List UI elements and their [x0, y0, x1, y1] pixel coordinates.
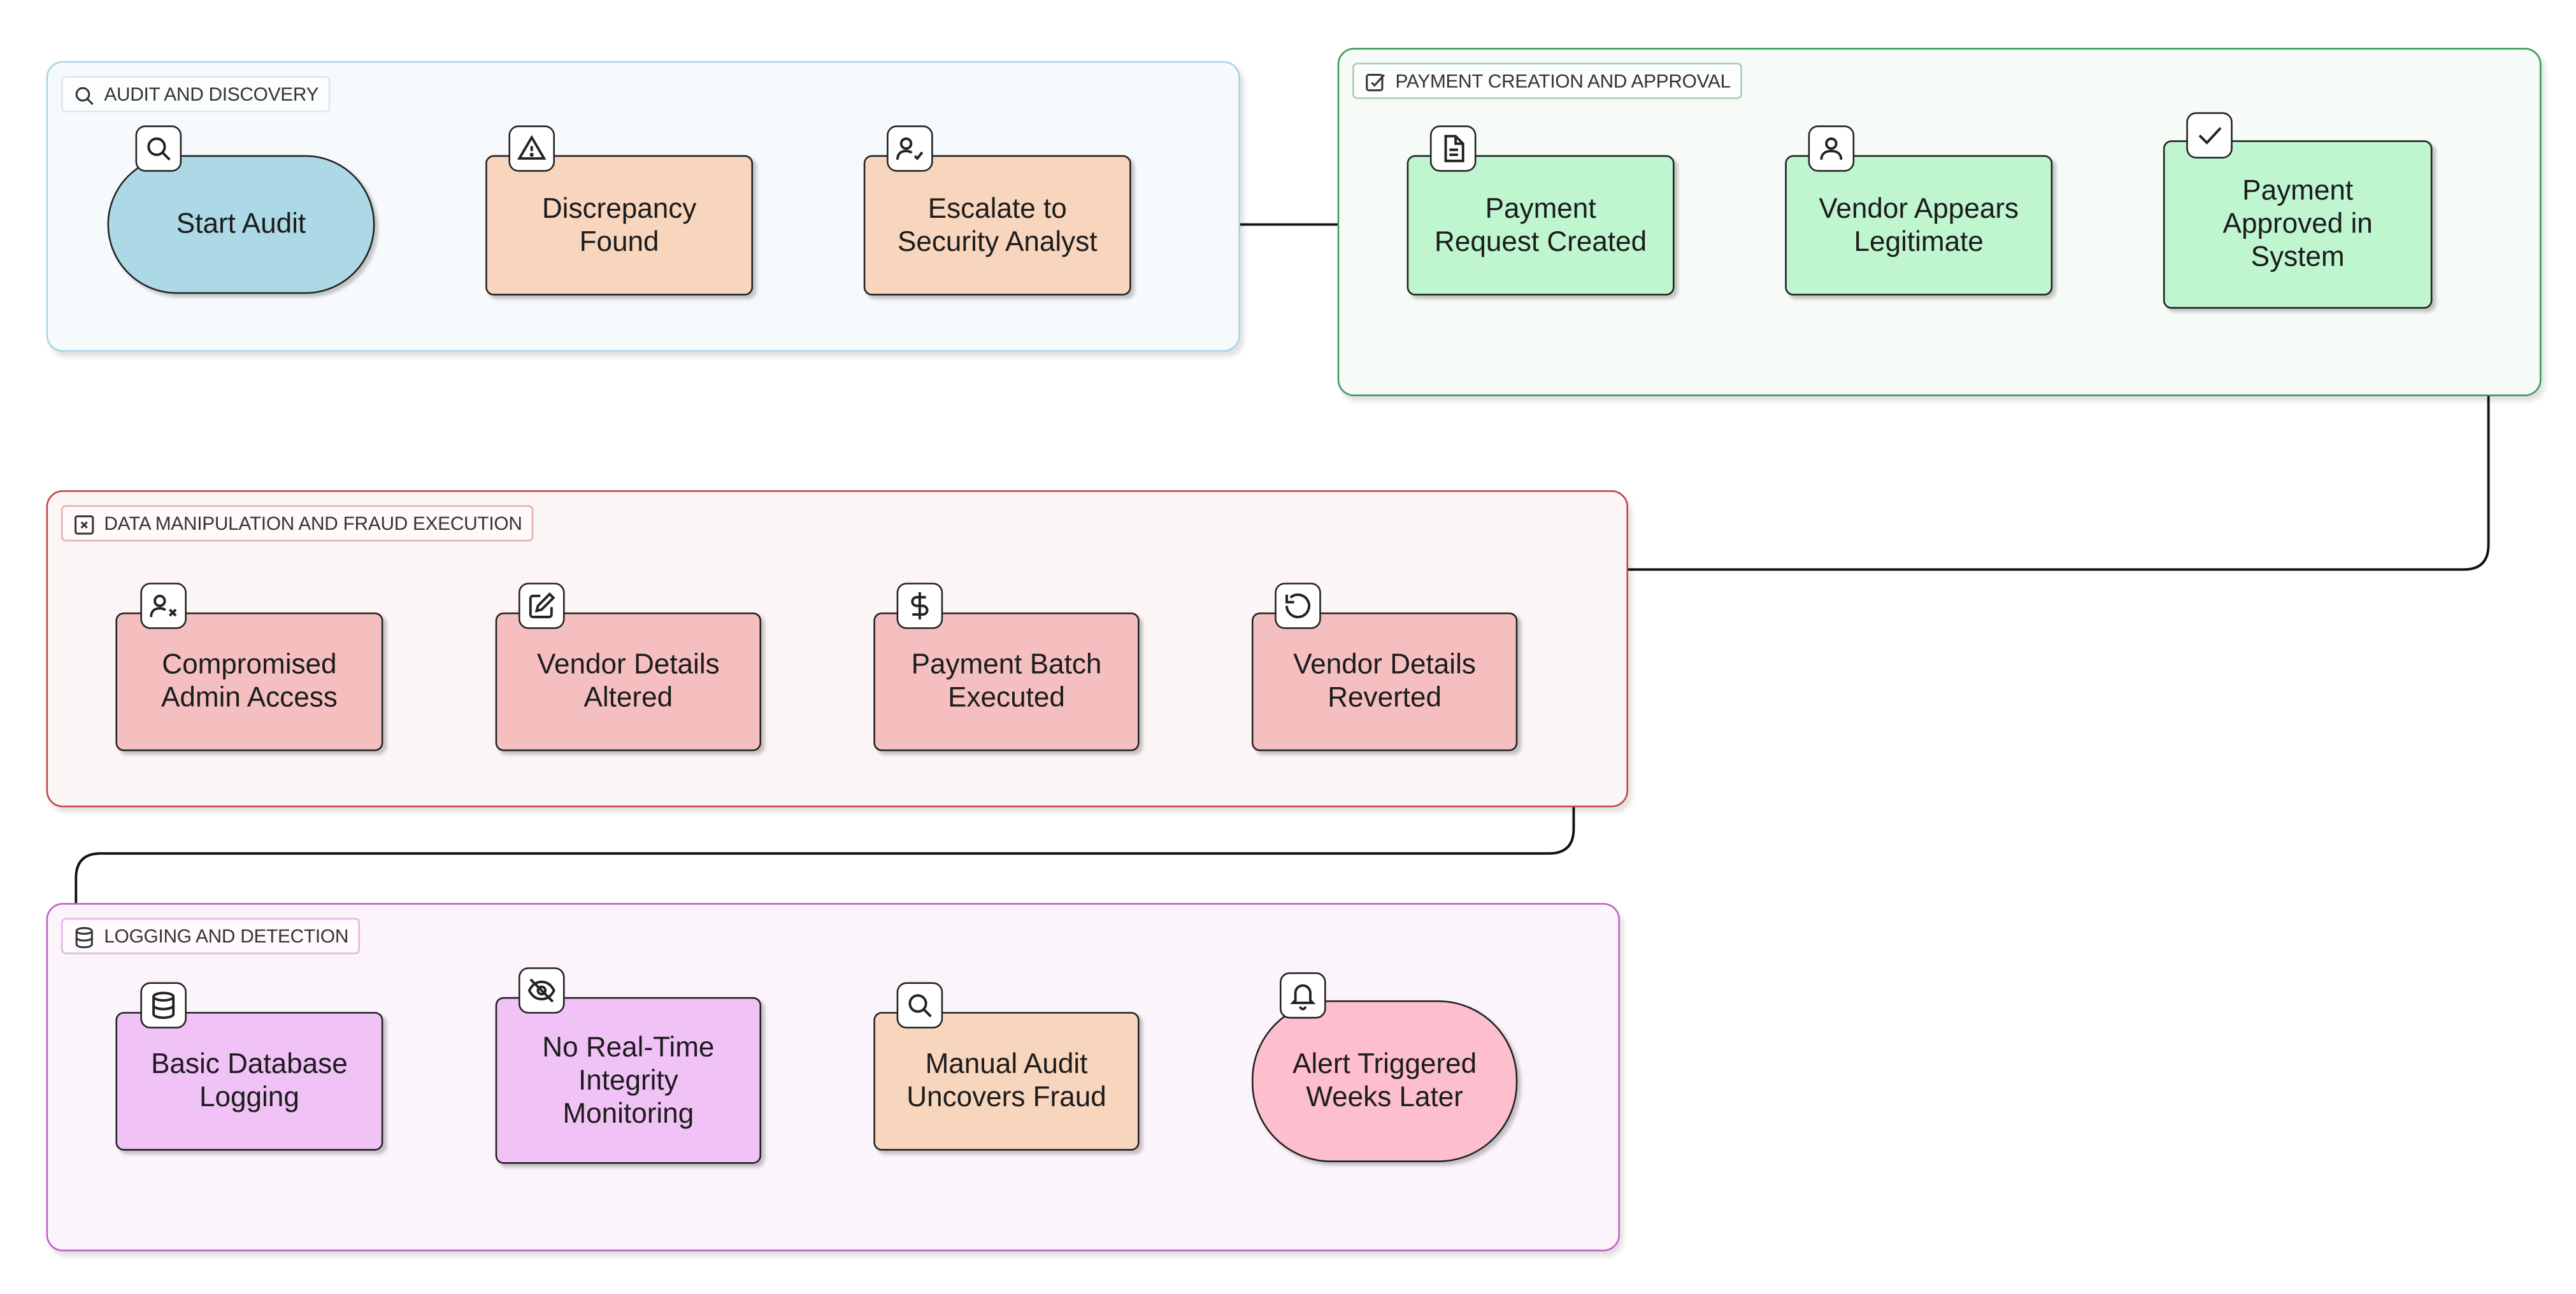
node-badge: [140, 982, 187, 1029]
undo-icon: [1285, 593, 1310, 618]
node-label: Payment Batch Executed: [911, 648, 1102, 713]
node-label: Compromised Admin Access: [161, 648, 338, 713]
group-label-text: DATA MANIPULATION AND FRAUD EXECUTION: [104, 515, 522, 535]
node-no-real-time-integrity-monitoring[interactable]: No Real-Time Integrity Monitoring: [495, 997, 762, 1164]
node-label: Manual Audit Uncovers Fraud: [906, 1048, 1106, 1113]
node-badge: [518, 583, 565, 629]
node-payment-request-created[interactable]: Payment Request Created: [1406, 155, 1675, 296]
node-badge: [2186, 112, 2233, 159]
search-icon: [147, 137, 171, 161]
eye-off-icon: [527, 978, 555, 1003]
node-label: Discrepancy Found: [541, 192, 697, 257]
x-square-icon: [75, 515, 94, 535]
user-icon: [1820, 137, 1843, 160]
node-label: Basic Database Logging: [151, 1048, 348, 1113]
node-badge: [887, 125, 933, 172]
group-label-text: PAYMENT CREATION AND APPROVAL: [1395, 73, 1731, 93]
node-badge: [1275, 583, 1321, 629]
bell-icon: [1290, 984, 1316, 1011]
node-start-audit[interactable]: Start Audit: [107, 155, 375, 294]
node-vendor-details-altered[interactable]: Vendor Details Altered: [495, 612, 762, 751]
document-icon: [1444, 134, 1464, 162]
node-payment-approved-in-system[interactable]: Payment Approved in System: [2163, 140, 2433, 309]
checkbox-icon: [1366, 74, 1385, 92]
dollar-icon: [911, 592, 929, 620]
node-badge: [896, 982, 943, 1029]
node-badge: [518, 967, 565, 1014]
node-payment-batch-executed[interactable]: Payment Batch Executed: [873, 612, 1140, 751]
database-icon: [75, 927, 93, 949]
check-icon: [2198, 127, 2222, 145]
node-basic-database-logging[interactable]: Basic Database Logging: [115, 1012, 383, 1151]
node-label: Alert Triggered Weeks Later: [1292, 1048, 1477, 1113]
user-check-icon: [896, 137, 924, 160]
node-badge: [508, 125, 555, 172]
node-manual-audit-uncovers-fraud[interactable]: Manual Audit Uncovers Fraud: [873, 1012, 1140, 1151]
node-label: Vendor Details Reverted: [1293, 648, 1476, 713]
group-label-payment: PAYMENT CREATION AND APPROVAL: [1352, 62, 1743, 99]
edit-icon: [529, 592, 555, 618]
node-label: Vendor Details Altered: [537, 648, 720, 713]
group-label-data: DATA MANIPULATION AND FRAUD EXECUTION: [61, 505, 534, 542]
node-label: Vendor Appears Legitimate: [1819, 192, 2019, 257]
node-alert-triggered-weeks-later[interactable]: Alert Triggered Weeks Later: [1251, 1000, 1518, 1162]
node-label: Payment Request Created: [1435, 192, 1647, 257]
group-label-audit: AUDIT AND DISCOVERY: [61, 76, 331, 113]
node-discrepancy-found[interactable]: Discrepancy Found: [485, 155, 754, 296]
node-label: No Real-Time Integrity Monitoring: [542, 1030, 715, 1128]
group-label-text: AUDIT AND DISCOVERY: [104, 85, 319, 106]
node-badge: [896, 583, 943, 629]
node-label: Escalate to Security Analyst: [897, 192, 1098, 257]
node-vendor-appears-legitimate[interactable]: Vendor Appears Legitimate: [1785, 155, 2053, 296]
node-compromised-admin-access[interactable]: Compromised Admin Access: [115, 612, 383, 751]
node-badge: [140, 583, 187, 629]
node-label: Payment Approved in System: [2222, 174, 2373, 273]
group-label-log: LOGGING AND DETECTION: [61, 918, 361, 955]
node-badge: [1808, 125, 1855, 172]
user-x-icon: [150, 594, 177, 617]
search-icon: [908, 994, 932, 1018]
group-label-text: LOGGING AND DETECTION: [104, 927, 349, 948]
node-badge: [1429, 125, 1477, 172]
node-vendor-details-reverted[interactable]: Vendor Details Reverted: [1251, 612, 1518, 751]
node-badge: [135, 125, 182, 172]
node-escalate-to-security-analyst[interactable]: Escalate to Security Analyst: [863, 155, 1131, 296]
warning-triangle-icon: [517, 134, 547, 160]
database-icon: [152, 992, 175, 1020]
search-icon: [75, 87, 94, 106]
node-label: Start Audit: [176, 208, 306, 239]
node-badge: [1280, 972, 1326, 1019]
